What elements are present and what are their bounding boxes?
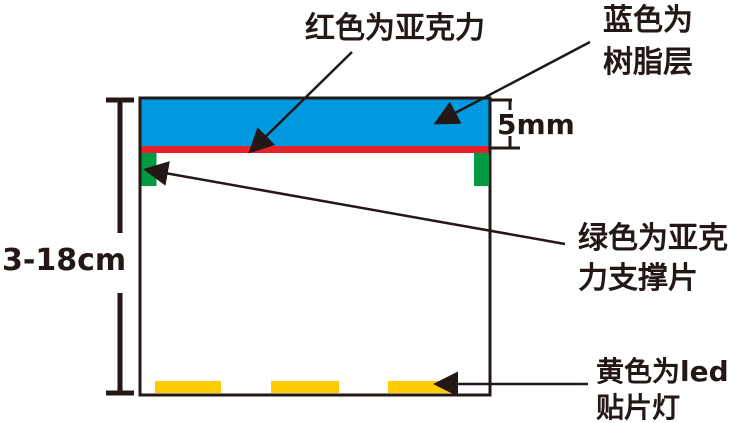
led-strip-2: [271, 381, 339, 393]
label-thickness: 5mm: [497, 108, 575, 141]
support-right: [474, 153, 489, 186]
arrow-resin: [433, 40, 591, 125]
resin-layer: [141, 99, 489, 147]
label-green-line2: 力支撑片: [578, 261, 698, 296]
label-height: 3-18cm: [2, 243, 126, 278]
label-yellow-line2: 贴片灯: [596, 391, 680, 423]
thickness-dimension: [490, 98, 520, 150]
label-green-line1: 绿色为亚克: [578, 221, 728, 256]
label-resin-line2: 树脂层: [603, 45, 693, 80]
arrow-acrylic: [248, 51, 353, 154]
label-resin-line1: 蓝色为: [603, 3, 693, 38]
enclosure-box: [138, 96, 492, 397]
acrylic-sheet: [141, 146, 489, 153]
label-yellow-line1: 黄色为led: [596, 355, 729, 388]
led-strip-1: [155, 381, 221, 393]
label-red-acrylic: 红色为亚克力: [305, 11, 485, 46]
height-dimension: [106, 97, 134, 396]
arrow-support: [143, 161, 566, 246]
